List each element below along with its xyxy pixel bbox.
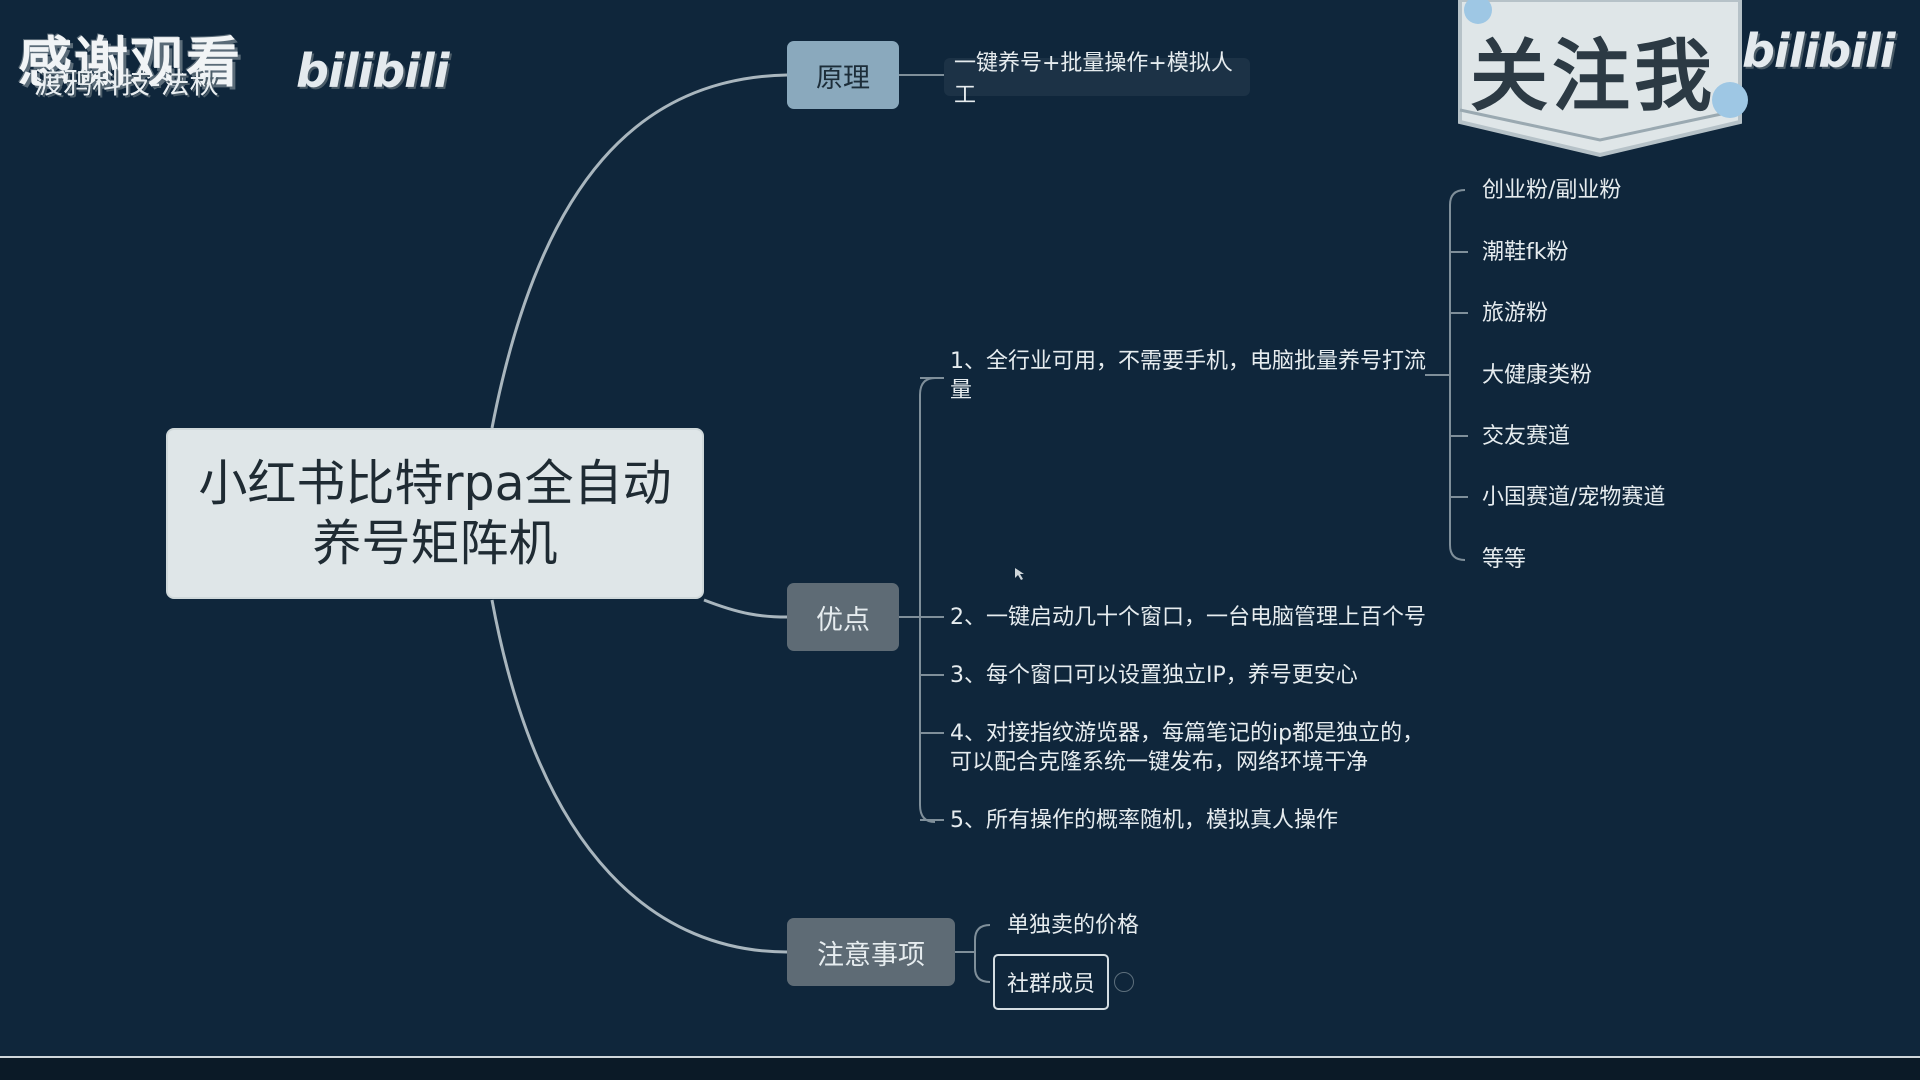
bracket-notes bbox=[955, 924, 991, 983]
note-item-1[interactable]: 单独卖的价格 bbox=[1007, 913, 1140, 938]
topic-principle[interactable]: 原理 bbox=[787, 41, 899, 109]
follow-banner-shape bbox=[1458, 0, 1748, 158]
topic-advantages[interactable]: 优点 bbox=[787, 583, 899, 651]
note-item-2[interactable]: 社群成员 bbox=[993, 954, 1109, 1010]
industry-item-2[interactable]: 潮鞋fk粉 bbox=[1482, 240, 1569, 265]
link-central-notes bbox=[490, 599, 788, 954]
principle-detail[interactable]: 一键养号+批量操作+模拟人工 bbox=[944, 51, 1250, 108]
window-bottom-border bbox=[0, 1056, 1920, 1059]
industry-item-1[interactable]: 创业粉/副业粉 bbox=[1482, 178, 1622, 203]
bracket-industries bbox=[1449, 189, 1466, 561]
advantage-item-5[interactable]: 5、所有操作的概率随机，模拟真人操作 bbox=[950, 808, 1338, 833]
advantage-item-2[interactable]: 2、一键启动几十个窗口，一台电脑管理上百个号 bbox=[950, 605, 1426, 630]
link-central-advantages bbox=[703, 598, 788, 619]
central-topic[interactable]: 小红书比特rpa全自动 养号矩阵机 bbox=[166, 428, 704, 599]
collapse-toggle-icon[interactable] bbox=[1114, 972, 1134, 992]
thanks-watermark: 感谢观看 bbox=[18, 31, 242, 94]
bilibili-logo-left: bilibili bbox=[296, 44, 449, 98]
advantage-item-4[interactable]: 4、对接指纹游览器，每篇笔记的ip都是独立的，可以配合克隆系统一键发布，网络环境… bbox=[950, 721, 1425, 775]
advantage-item-1[interactable]: 1、全行业可用，不需要手机，电脑批量养号打流量 bbox=[950, 349, 1426, 403]
bracket-advantages bbox=[899, 377, 936, 823]
window-bottom-bar bbox=[0, 1058, 1920, 1080]
mouse-cursor-icon bbox=[1015, 568, 1024, 580]
industry-item-4[interactable]: 大健康类粉 bbox=[1482, 363, 1593, 388]
advantage-item-3[interactable]: 3、每个窗口可以设置独立IP，养号更安心 bbox=[950, 663, 1358, 688]
bilibili-logo-right: bilibili bbox=[1742, 24, 1895, 78]
topic-notes[interactable]: 注意事项 bbox=[787, 918, 955, 986]
follow-watermark: 关注我 bbox=[1470, 32, 1717, 122]
link-central-principle bbox=[490, 73, 788, 429]
industry-item-7[interactable]: 等等 bbox=[1482, 547, 1527, 572]
credit-watermark: 渡鸦科技-法秋 bbox=[34, 66, 219, 100]
central-topic-line2: 养号矩阵机 bbox=[312, 514, 558, 572]
industry-item-3[interactable]: 旅游粉 bbox=[1482, 301, 1549, 326]
industry-item-5[interactable]: 交友赛道 bbox=[1482, 424, 1571, 449]
central-topic-line1: 小红书比特rpa全自动 bbox=[198, 454, 672, 512]
industry-item-6[interactable]: 小国赛道/宠物赛道 bbox=[1482, 485, 1666, 510]
